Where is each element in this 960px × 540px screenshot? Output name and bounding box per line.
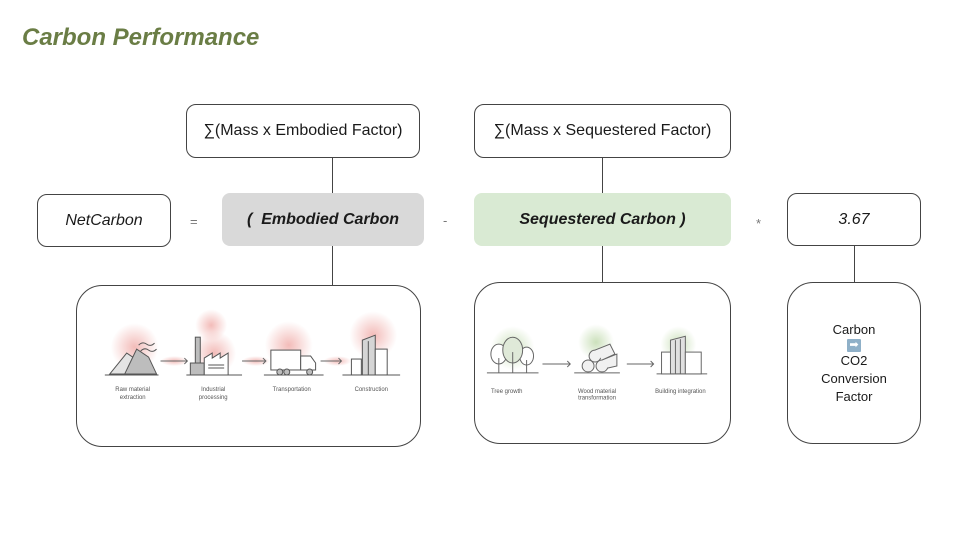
logs-icon [574,343,620,374]
arrow-icon [626,360,655,368]
step-label: Transportation [273,387,311,393]
factor-value: 3.67 [838,210,870,228]
sequestered-carbon-box: Sequestered Carbon ) [474,193,731,246]
minus-operator: - [443,213,448,228]
step-label: extraction [120,395,146,401]
embodied-carbon-box: ( Embodied Carbon [222,193,424,246]
multiply-operator: * [756,216,762,231]
embodied-process-panel: Raw material extraction Industrial proce… [76,285,421,447]
mining-icon [104,342,159,376]
step-label: Tree growth [491,389,522,395]
conversion-line-3: Conversion [821,370,887,386]
page-title: Carbon Performance [22,24,260,51]
embodied-process-illustration: Raw material extraction Industrial proce… [104,309,401,401]
net-carbon-box: NetCarbon [37,194,171,247]
step-label: Raw material [115,387,150,393]
sequestered-process-illustration: Tree growth Wood material transformation… [486,324,708,402]
net-carbon-label: NetCarbon [65,211,143,229]
conversion-line-1: Carbon [832,321,876,337]
embodied-sum-box: ∑(Mass x Embodied Factor) [186,104,420,158]
truck-icon [263,349,324,376]
step-label: Industrial [201,387,225,393]
conversion-factor-panel: Carbon ➡ CO2 Conversion Factor [787,282,921,444]
factory-icon [186,336,243,376]
arrow-icon [242,357,267,365]
connector-line [854,246,855,282]
connector-line [332,158,333,194]
embodied-sum-label: ∑(Mass x Embodied Factor) [203,122,403,139]
embodied-carbon-label: ( Embodied Carbon [247,210,399,228]
conversion-line-4: Factor [835,388,873,404]
connector-line [602,246,603,282]
step-label: transformation [578,396,616,402]
tree-icon [486,336,539,374]
connector-line [602,158,603,194]
building-icon [342,334,401,376]
step-label: Construction [355,387,388,393]
sequestered-sum-box: ∑(Mass x Sequestered Factor) [474,104,731,158]
arrow-icon [320,357,343,365]
building-icon [656,335,708,375]
sequestered-process-panel: Tree growth Wood material transformation… [474,282,731,444]
factor-box: 3.67 [787,193,921,246]
step-label: Wood material [578,389,616,395]
right-arrow-icon: ➡ [847,338,861,352]
arrow-icon [542,360,571,368]
conversion-line-2: CO2 [840,352,868,368]
sequestered-sum-label: ∑(Mass x Sequestered Factor) [493,122,712,139]
step-label: processing [199,395,228,401]
connector-line [332,246,333,285]
equals-operator: = [190,214,198,229]
sequestered-carbon-label: Sequestered Carbon ) [519,210,686,228]
arrow-icon [160,357,189,365]
step-label: Building integration [655,389,706,395]
